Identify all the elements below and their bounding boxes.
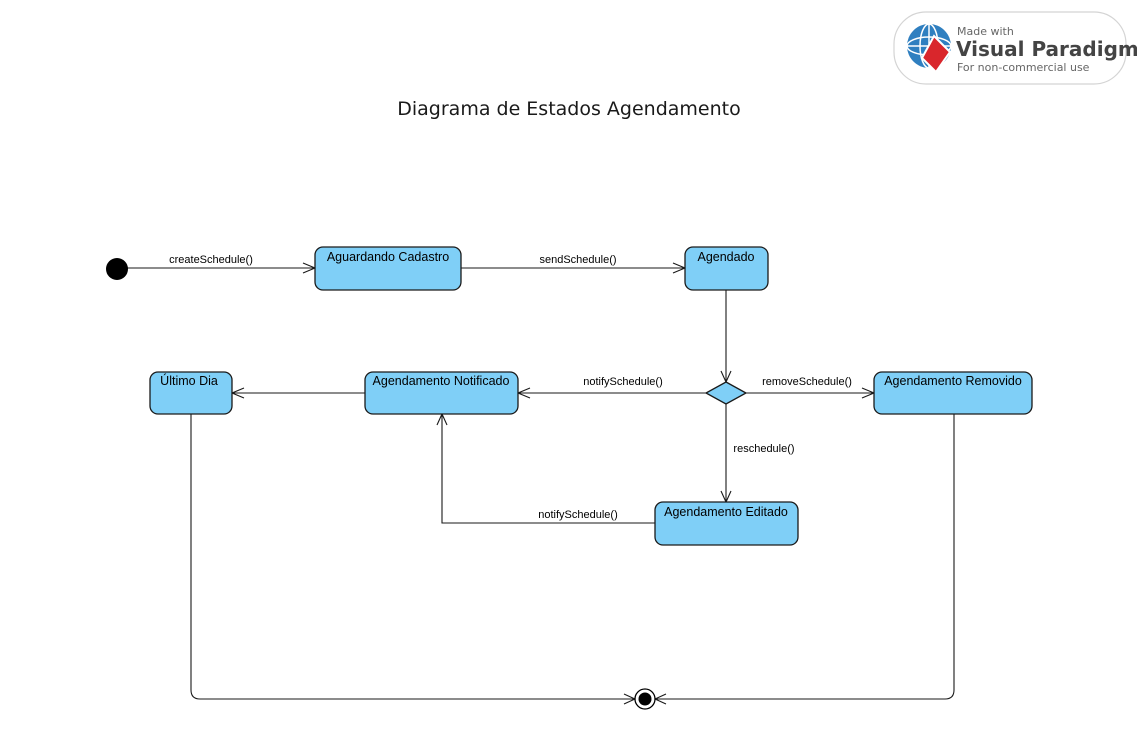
state-label: Agendamento Notificado (373, 374, 510, 388)
badge-made-with: Made with (957, 25, 1014, 38)
state-ultimo-dia[interactable]: Último Dia (149, 371, 233, 415)
state-label: Último Dia (160, 373, 218, 388)
state-label: Agendado (697, 250, 754, 264)
state-agendamento-removido[interactable]: Agendamento Removido (873, 371, 1033, 415)
badge-non-commercial: For non-commercial use (957, 61, 1090, 74)
state-label: Agendamento Removido (884, 374, 1022, 388)
edge-notify-from-edited (441, 414, 655, 524)
label-reschedule: reschedule() (733, 443, 794, 455)
visual-paradigm-badge: Made with Visual Paradigm For non-commer… (893, 11, 1137, 85)
state-agendamento-notificado[interactable]: Agendamento Notificado (364, 371, 519, 415)
label-create-schedule: createSchedule() (169, 254, 253, 266)
globe-icon (906, 23, 952, 74)
decision-node[interactable] (704, 381, 748, 405)
state-aguardando-cadastro[interactable]: Aguardando Cadastro (314, 246, 462, 291)
initial-state[interactable] (106, 258, 128, 280)
edge-ultimo-final (190, 414, 635, 700)
label-remove-schedule: removeSchedule() (762, 376, 852, 388)
state-agendado[interactable]: Agendado (684, 246, 769, 291)
diagram-title: Diagrama de Estados Agendamento (397, 98, 740, 120)
state-agendamento-editado[interactable]: Agendamento Editado (654, 501, 799, 546)
edge-removido-final (655, 414, 955, 700)
label-notify-schedule: notifySchedule() (583, 376, 663, 388)
label-send-schedule: sendSchedule() (539, 254, 616, 266)
state-label: Aguardando Cadastro (327, 250, 449, 264)
final-state[interactable] (634, 688, 656, 710)
edges (124, 262, 955, 705)
label-notify-schedule-edited: notifySchedule() (538, 509, 618, 521)
state-label: Agendamento Editado (664, 505, 788, 519)
badge-brand: Visual Paradigm (956, 37, 1137, 61)
